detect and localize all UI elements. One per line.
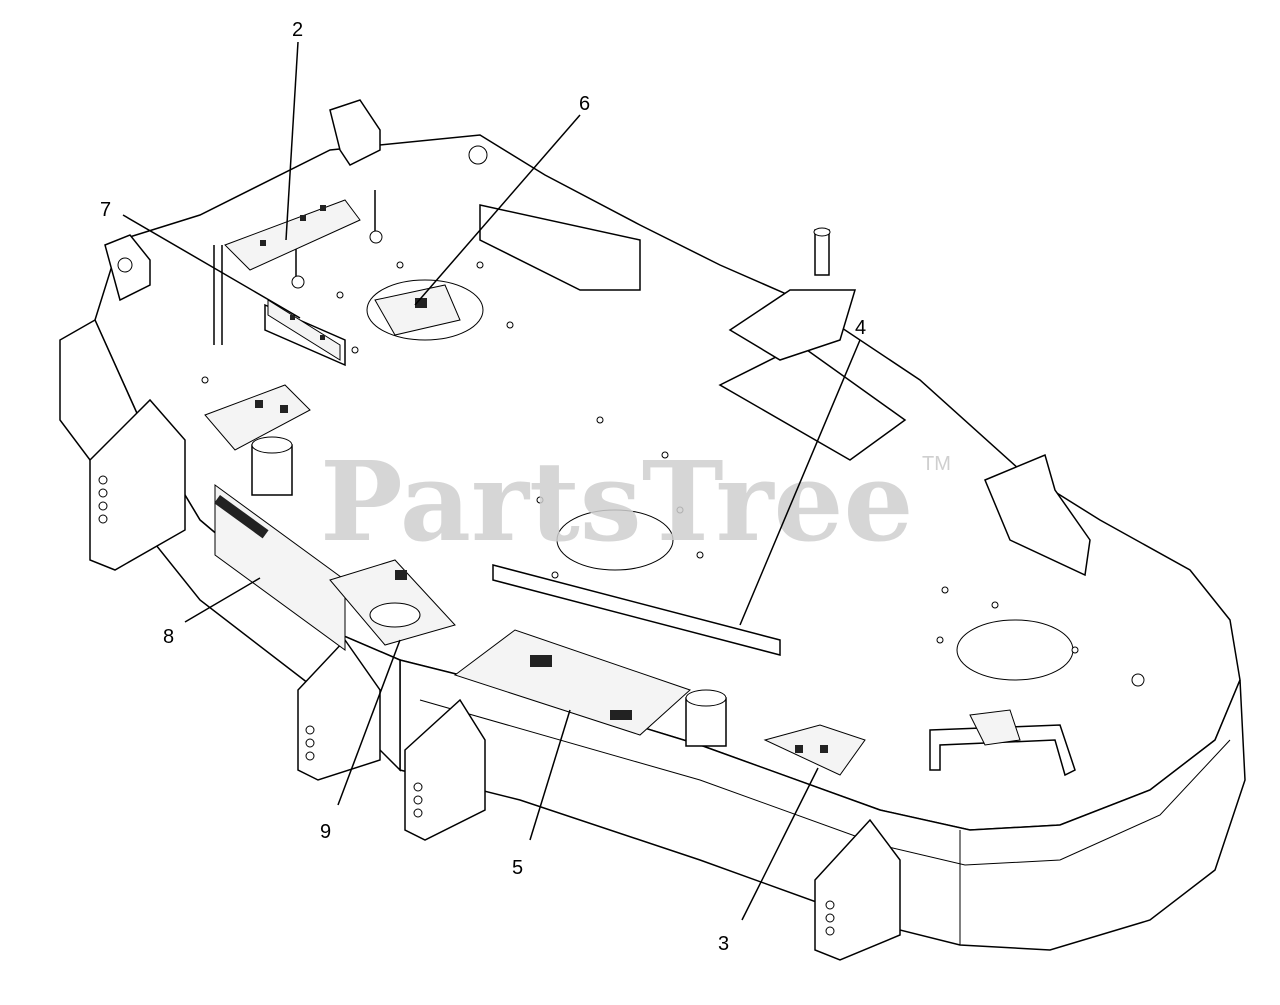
front-left-bracket <box>89 398 186 571</box>
left-pivot-hole <box>117 257 133 273</box>
leader-line-9 <box>337 639 401 806</box>
deck-front-skirt <box>399 659 1246 951</box>
callout-9: 9 <box>320 821 331 843</box>
rear-pivot-hole <box>468 145 488 165</box>
callout-7: 7 <box>100 199 111 221</box>
decal-2 <box>224 199 361 271</box>
decal-3 <box>763 724 866 776</box>
leader-line-6 <box>414 114 581 306</box>
decal-8 <box>214 484 346 651</box>
leader-line-2 <box>285 41 299 241</box>
front-rollers <box>251 436 727 747</box>
callout-6: 6 <box>579 93 590 115</box>
decal-5 <box>453 629 691 736</box>
bracket-holes <box>98 475 835 936</box>
center-baffle <box>492 564 781 656</box>
rear-baffle <box>479 204 641 291</box>
front-mid-bracket-b <box>404 698 486 841</box>
right-hitch-bracket <box>984 453 1091 577</box>
leader-line-3 <box>741 767 819 921</box>
chute-cover <box>728 289 857 361</box>
right-spindle-opening <box>956 619 1074 681</box>
deck-trim-line <box>419 699 1231 866</box>
callout-4: 4 <box>855 317 866 339</box>
chute-mount <box>718 344 907 461</box>
leader-line-4 <box>739 339 861 626</box>
leader-line-5 <box>529 709 571 841</box>
rear-guard-bar <box>929 724 1076 777</box>
callout-2: 2 <box>292 19 303 41</box>
callout-5: 5 <box>512 857 523 879</box>
watermark-trademark: TM <box>922 453 951 475</box>
center-spindle-opening <box>556 509 674 571</box>
leader-lines <box>122 41 861 921</box>
rear-hitch-frame <box>329 99 381 166</box>
decal-left-warning <box>204 384 311 451</box>
height-pins <box>213 190 1145 687</box>
decal-9 <box>329 559 456 646</box>
leader-line-7 <box>122 214 301 319</box>
decal-7 <box>267 299 341 361</box>
callout-8: 8 <box>163 626 174 648</box>
watermark-text: PartsTree <box>320 437 914 566</box>
callout-3: 3 <box>718 933 729 955</box>
front-right-bracket <box>814 818 901 961</box>
decal-6 <box>374 284 461 336</box>
leader-line-8 <box>184 577 261 623</box>
decal-right-small <box>969 709 1021 746</box>
